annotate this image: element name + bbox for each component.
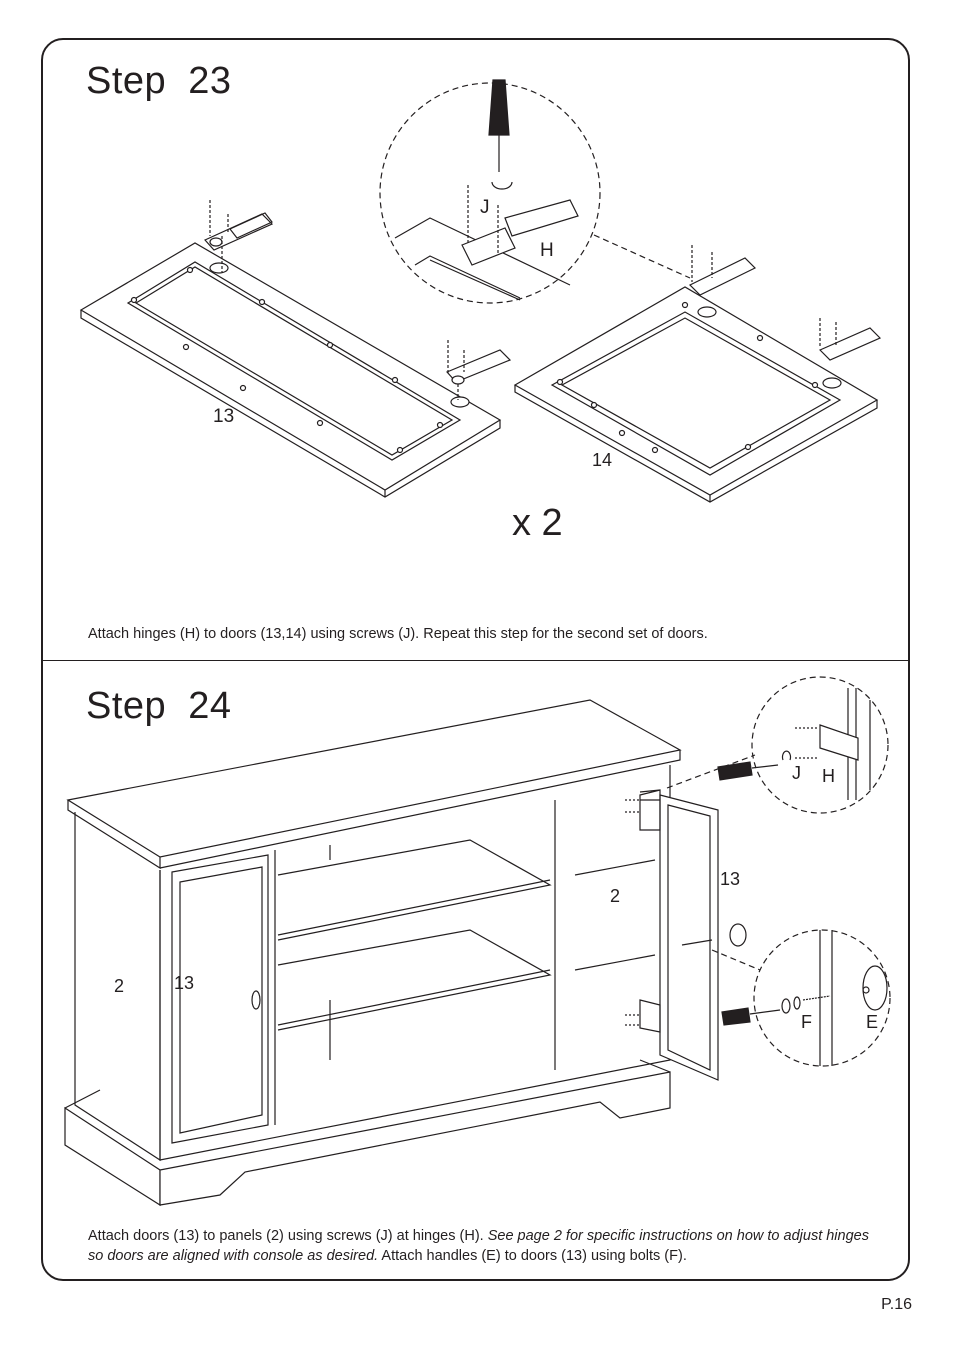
- callout-hinge-h: H: [822, 766, 835, 786]
- callout-door-right: 13: [720, 869, 741, 889]
- handle-detail-circle: [712, 930, 890, 1066]
- callout-panel-left: 2: [114, 976, 125, 996]
- door-13-drawing: [81, 243, 500, 497]
- page-border: [41, 38, 910, 1281]
- hinge-detail-circle: [667, 677, 888, 813]
- step-divider: [41, 660, 910, 661]
- step-24-caption-text-1: Attach doors (13) to panels (2) using sc…: [88, 1228, 488, 1244]
- hinge-detail-circle: [380, 80, 690, 303]
- callout-panel-right: 2: [610, 886, 621, 906]
- step-24-title: Step 24: [86, 685, 232, 727]
- callout-hinge-h: H: [540, 240, 554, 261]
- console-drawing: [65, 700, 680, 1205]
- callout-door-left: 13: [174, 973, 195, 993]
- repeat-multiplier: x 2: [512, 502, 563, 544]
- step-24-caption-italic: See page 2 for specific instructions on …: [88, 1228, 869, 1264]
- right-door-drawing: [625, 790, 746, 1080]
- callout-door-14: 14: [592, 450, 613, 470]
- callout-bolt-f: F: [801, 1012, 812, 1032]
- callout-door-13: 13: [213, 406, 235, 427]
- page-number: P.16: [881, 1296, 912, 1313]
- step-23-caption: Attach hinges (H) to doors (13,14) using…: [88, 626, 708, 642]
- callout-screw-j: J: [792, 763, 801, 783]
- callout-handle-e: E: [866, 1012, 879, 1032]
- callout-screw-j: J: [480, 197, 490, 218]
- hinge-h-drawing: [205, 200, 510, 400]
- door-14-drawing: [515, 245, 880, 502]
- step-24-caption: Attach doors (13) to panels (2) using sc…: [88, 1226, 888, 1266]
- step-23-title: Step 23: [86, 60, 232, 102]
- step-24-caption-text-2: Attach handles (E) to doors (13) using b…: [378, 1248, 687, 1264]
